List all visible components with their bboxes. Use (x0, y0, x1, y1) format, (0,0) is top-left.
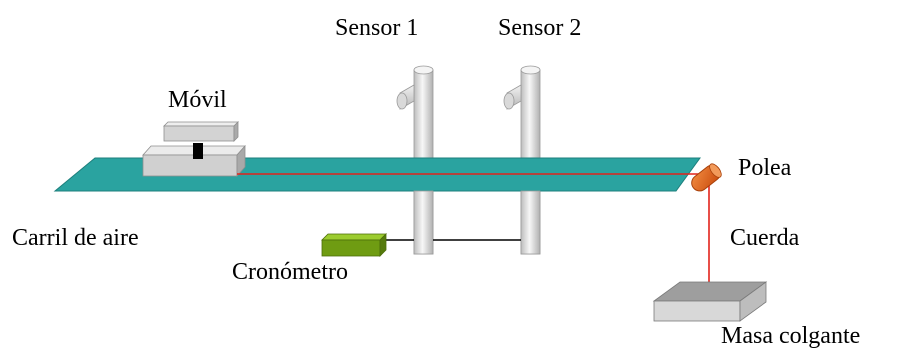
string-label: Cuerda (730, 225, 800, 251)
sensor-2-label: Sensor 2 (498, 15, 582, 41)
string (237, 173, 710, 286)
cart-label: Móvil (168, 87, 227, 113)
sensor-2-base (520, 190, 541, 255)
pulley-label: Polea (738, 155, 792, 181)
air-track-label: Carril de aire (12, 225, 139, 251)
sensor-1-base (413, 190, 434, 255)
hanging-mass-label: Masa colgante (721, 323, 861, 349)
hanging-mass (652, 281, 768, 322)
pulley (691, 163, 722, 192)
timer-label: Cronómetro (232, 259, 348, 285)
cart (142, 121, 246, 178)
sensor-1-label: Sensor 1 (335, 15, 419, 41)
timer (321, 233, 387, 257)
